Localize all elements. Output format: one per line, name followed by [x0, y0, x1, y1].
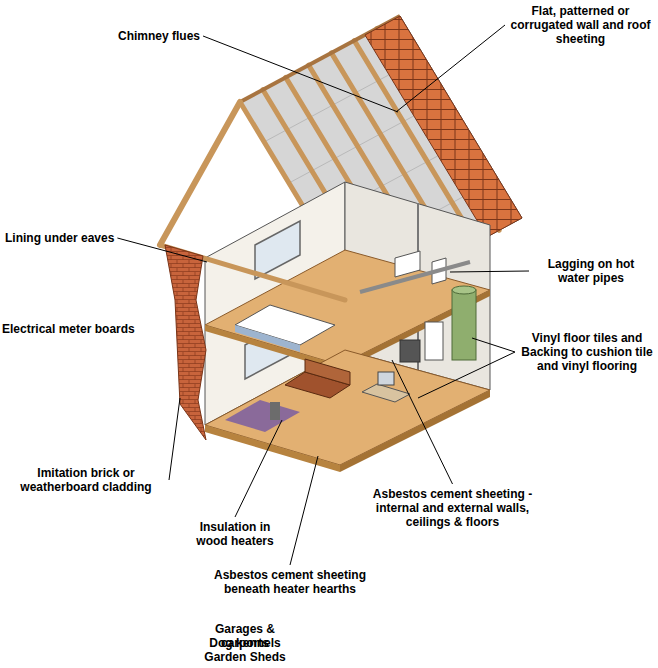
label-text: Asbestos cement sheeting - internal and …: [365, 487, 540, 529]
water-tank: [452, 290, 476, 360]
leader-line: [396, 25, 505, 112]
label-text: Flat, patterned or corrugated wall and r…: [508, 4, 653, 46]
fridge: [425, 322, 443, 360]
label-text: Electrical meter boards: [2, 322, 135, 336]
stove: [400, 340, 420, 362]
leader-line: [450, 271, 529, 272]
ground-floor: [205, 350, 490, 465]
label-text: Lagging on hot water pipes: [532, 257, 650, 285]
sink: [395, 251, 420, 277]
ground-floor-edge: [205, 425, 340, 472]
label-text: Garden Sheds: [190, 650, 300, 664]
leader-line: [418, 352, 515, 398]
label-text: Insulation in wood heaters: [185, 520, 285, 548]
label-text: Vinyl floor tiles and Backing to cushion…: [518, 331, 656, 373]
window: [255, 221, 300, 279]
leader-line: [392, 360, 453, 484]
ground-floor-edge: [340, 390, 490, 472]
bed-side: [235, 325, 300, 352]
bed: [235, 305, 335, 345]
desk: [362, 384, 410, 402]
label-text: Dog kennels: [190, 636, 300, 650]
leader-line: [117, 238, 207, 262]
sofa-back: [305, 359, 350, 385]
label-text: Lining under eaves: [5, 231, 114, 245]
label-text: Imitation brick or weatherboard cladding: [6, 466, 166, 494]
leader-line: [235, 420, 282, 517]
computer: [378, 372, 394, 385]
upper-floor: [205, 250, 490, 365]
leader-line: [169, 398, 180, 480]
rug: [225, 400, 300, 432]
leader-line: [290, 456, 318, 565]
water-tank-top: [452, 286, 476, 294]
label-text: Chimney flues: [118, 29, 200, 43]
wood-heater: [270, 402, 280, 420]
brick-wall: [165, 245, 206, 440]
label-text: Asbestos cement sheeting beneath heater …: [195, 568, 385, 596]
rooms: [205, 182, 490, 472]
leader-line: [472, 338, 515, 352]
leader-line: [203, 36, 398, 112]
